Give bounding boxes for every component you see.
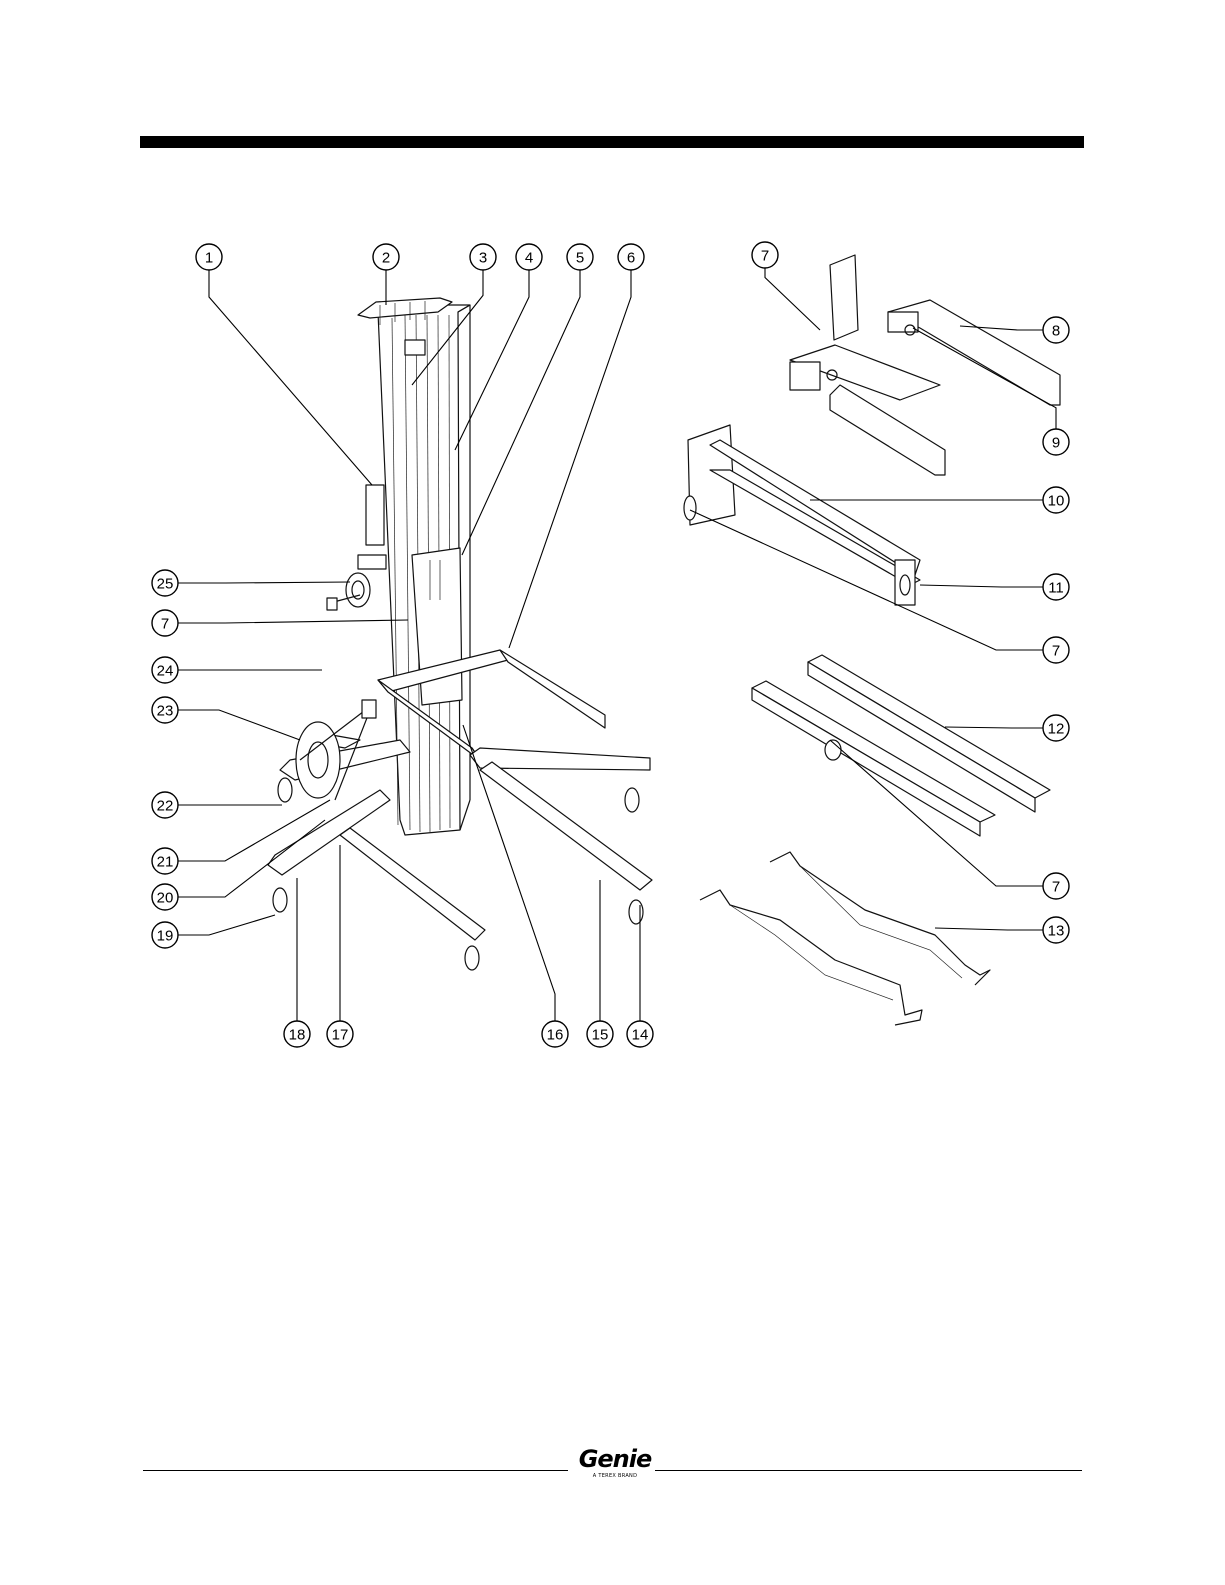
callout-4: 4 bbox=[516, 244, 542, 270]
callout-number: 5 bbox=[576, 250, 584, 267]
callout-23: 23 bbox=[152, 697, 178, 723]
callout-1: 1 bbox=[196, 244, 222, 270]
lift-assembly bbox=[268, 298, 652, 970]
callout-21: 21 bbox=[152, 848, 178, 874]
callout-10: 10 bbox=[1043, 487, 1069, 513]
callout-number: 1 bbox=[205, 250, 213, 267]
callout-number: 17 bbox=[332, 1027, 349, 1044]
callout-number: 4 bbox=[525, 250, 533, 267]
callout-7: 7 bbox=[1043, 637, 1069, 663]
callout-number: 13 bbox=[1048, 923, 1065, 940]
callout-number: 9 bbox=[1052, 435, 1060, 452]
load-platform bbox=[790, 255, 1060, 475]
callout-3: 3 bbox=[470, 244, 496, 270]
callout-19: 19 bbox=[152, 922, 178, 948]
leader-line bbox=[463, 725, 555, 1021]
callout-number: 2 bbox=[382, 250, 390, 267]
callout-number: 15 bbox=[592, 1027, 609, 1044]
callout-number: 19 bbox=[157, 928, 174, 945]
callout-14: 14 bbox=[627, 1021, 653, 1047]
callout-number: 22 bbox=[157, 798, 174, 815]
callout-15: 15 bbox=[587, 1021, 613, 1047]
callout-7: 7 bbox=[1043, 873, 1069, 899]
callout-11: 11 bbox=[1043, 574, 1069, 600]
callout-number: 14 bbox=[632, 1027, 649, 1044]
logo-brand: Genie bbox=[575, 1445, 655, 1473]
leader-line bbox=[945, 727, 1043, 728]
callout-18: 18 bbox=[284, 1021, 310, 1047]
callout-20: 20 bbox=[152, 884, 178, 910]
leader-line bbox=[178, 915, 275, 935]
winch bbox=[327, 485, 386, 610]
leader-line bbox=[920, 585, 1043, 587]
callout-16: 16 bbox=[542, 1021, 568, 1047]
callout-number: 16 bbox=[547, 1027, 564, 1044]
genie-logo: Genie A TEREX BRAND bbox=[575, 1445, 655, 1490]
leader-line bbox=[178, 620, 408, 623]
callout-8: 8 bbox=[1043, 317, 1069, 343]
footer-rule-left bbox=[143, 1470, 568, 1471]
leader-line bbox=[178, 710, 300, 740]
boom-adapter bbox=[684, 425, 920, 605]
callout-number: 20 bbox=[157, 890, 174, 907]
callout-17: 17 bbox=[327, 1021, 353, 1047]
callout-2: 2 bbox=[373, 244, 399, 270]
callout-number: 7 bbox=[1052, 879, 1060, 896]
logo-tagline: A TEREX BRAND bbox=[575, 1473, 655, 1479]
leader-line bbox=[765, 268, 820, 330]
callout-5: 5 bbox=[567, 244, 593, 270]
callout-number: 3 bbox=[479, 250, 487, 267]
callout-22: 22 bbox=[152, 792, 178, 818]
callout-12: 12 bbox=[1043, 715, 1069, 741]
callout-6: 6 bbox=[618, 244, 644, 270]
callout-number: 25 bbox=[157, 576, 174, 593]
callout-number: 10 bbox=[1048, 493, 1065, 510]
footer-rule-right bbox=[655, 1470, 1082, 1471]
callout-number: 11 bbox=[1048, 580, 1064, 597]
leader-line bbox=[209, 270, 372, 485]
leader-line bbox=[178, 582, 350, 583]
callout-number: 24 bbox=[157, 663, 174, 680]
callout-number: 7 bbox=[161, 616, 169, 633]
callout-number: 7 bbox=[761, 248, 769, 265]
forks bbox=[700, 852, 990, 1025]
callout-number: 18 bbox=[289, 1027, 306, 1044]
callout-number: 8 bbox=[1052, 323, 1060, 340]
leader-line bbox=[509, 270, 631, 648]
callout-24: 24 bbox=[152, 657, 178, 683]
callout-13: 13 bbox=[1043, 917, 1069, 943]
callout-number: 7 bbox=[1052, 643, 1060, 660]
callout-number: 12 bbox=[1048, 721, 1065, 738]
leader-line bbox=[935, 928, 1043, 930]
callout-number: 21 bbox=[157, 854, 174, 871]
callout-7: 7 bbox=[752, 242, 778, 268]
extension-tubes bbox=[752, 655, 1050, 836]
callout-9: 9 bbox=[1043, 429, 1069, 455]
callout-25: 25 bbox=[152, 570, 178, 596]
callout-number: 23 bbox=[157, 703, 174, 720]
leader-line bbox=[455, 270, 529, 450]
callout-number: 6 bbox=[627, 250, 635, 267]
callout-7: 7 bbox=[152, 610, 178, 636]
